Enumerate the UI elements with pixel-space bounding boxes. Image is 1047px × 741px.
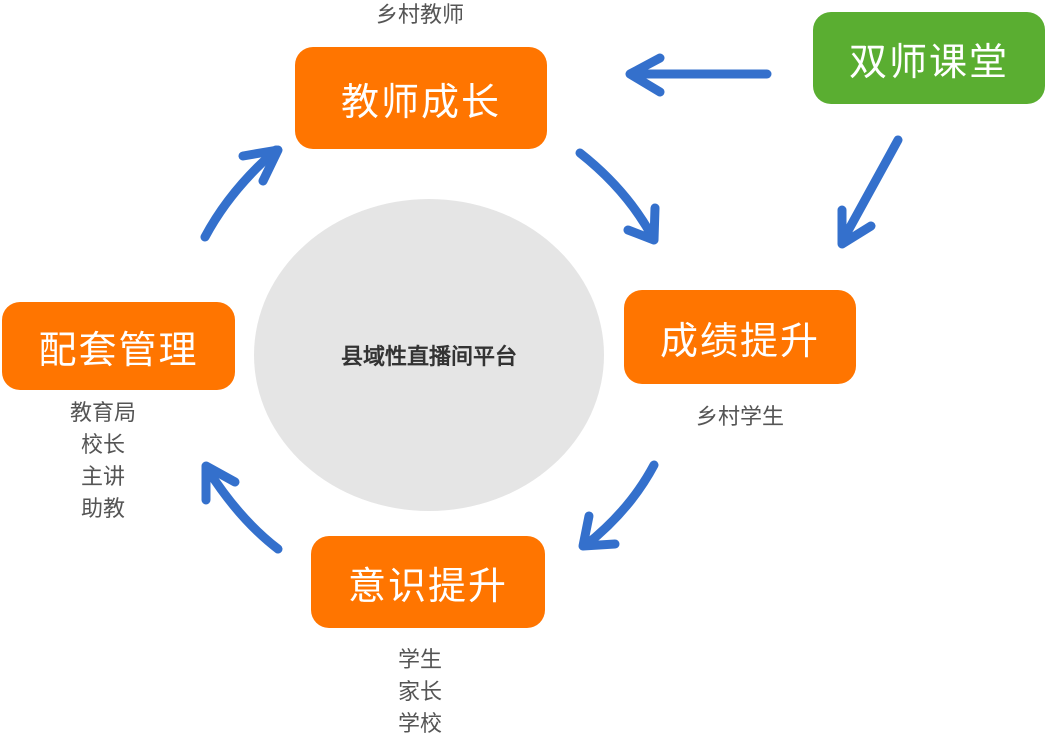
node-score-improve-label: 成绩提升 <box>659 318 820 363</box>
support-management-notes: 教育局 校长 主讲 助教 <box>13 398 193 526</box>
management-note-bureau: 教育局 <box>69 401 136 426</box>
score-improve-note: 乡村学生 <box>650 402 830 434</box>
node-score-improve: 成绩提升 <box>624 290 856 384</box>
arrow-teacher-to-score <box>575 148 660 245</box>
center-platform: 县域性直播间平台 <box>254 199 604 511</box>
node-dual-teacher-label: 双师课堂 <box>848 39 1009 84</box>
management-note-assistant: 助教 <box>80 497 125 522</box>
teacher-growth-note: 乡村教师 <box>330 0 510 32</box>
awareness-improve-notes: 学生 家长 学校 <box>330 645 510 741</box>
arrow-dual-to-score <box>837 135 903 249</box>
management-note-principal: 校长 <box>80 433 125 458</box>
node-teacher-growth: 教师成长 <box>295 47 547 149</box>
awareness-note-schools: 学校 <box>397 712 442 737</box>
score-improve-note-text: 乡村学生 <box>695 405 784 430</box>
arrow-dual-to-teacher <box>625 53 772 97</box>
node-support-management-label: 配套管理 <box>38 327 199 372</box>
node-dual-teacher: 双师课堂 <box>813 12 1045 104</box>
center-platform-label: 县域性直播间平台 <box>340 345 517 370</box>
node-support-management: 配套管理 <box>2 302 235 390</box>
arrow-management-to-teacher <box>200 145 283 242</box>
awareness-note-parents: 家长 <box>397 680 442 705</box>
arrow-score-to-awareness <box>578 460 659 551</box>
arrow-awareness-to-management <box>201 461 283 554</box>
teacher-growth-note-text: 乡村教师 <box>375 3 464 28</box>
node-teacher-growth-label: 教师成长 <box>340 79 501 124</box>
node-awareness-improve: 意识提升 <box>311 536 545 628</box>
awareness-note-students: 学生 <box>397 648 442 673</box>
node-awareness-improve-label: 意识提升 <box>347 563 508 608</box>
management-note-lecturer: 主讲 <box>80 465 125 490</box>
